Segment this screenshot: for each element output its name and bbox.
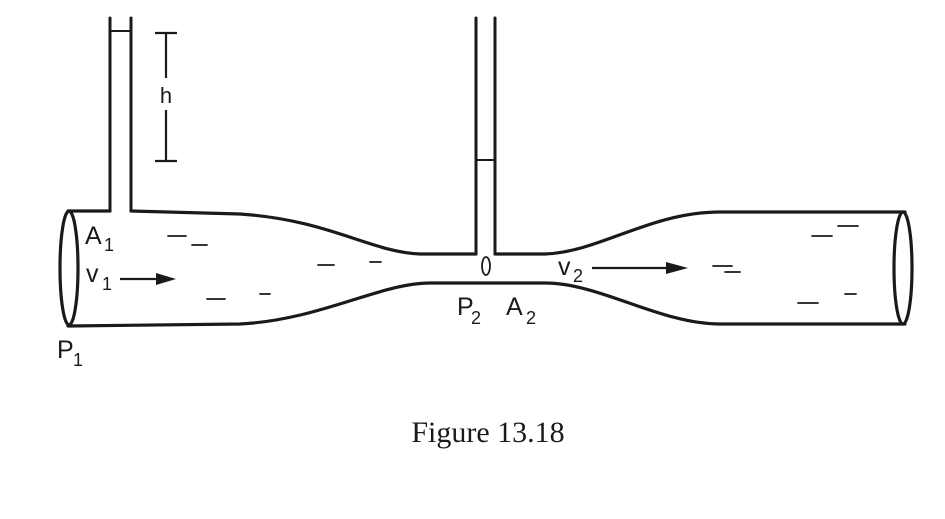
svg-text:P: P <box>57 336 74 364</box>
svg-text:A: A <box>85 222 102 250</box>
manometer-tube-left <box>108 16 133 213</box>
svg-text:2: 2 <box>573 266 583 286</box>
label-P2: P 2 <box>457 293 481 328</box>
flow-arrow-v2 <box>592 262 688 274</box>
figure-caption: Figure 13.18 <box>411 416 564 449</box>
throat-opening <box>481 256 491 276</box>
pipe-inlet-opening <box>58 209 80 327</box>
label-P1: P 1 <box>57 336 83 370</box>
svg-text:v: v <box>558 253 571 281</box>
label-v2: v 2 <box>558 253 583 286</box>
venturi-pipe <box>58 209 914 328</box>
label-v1: v 1 <box>86 260 112 294</box>
height-marker <box>155 31 177 163</box>
manometer-tube-middle <box>474 16 497 256</box>
flow-arrow-v1 <box>120 273 176 285</box>
svg-text:2: 2 <box>471 308 481 328</box>
pipe-outlet-opening <box>892 210 914 326</box>
svg-text:P: P <box>457 293 474 321</box>
flow-dash-marks <box>167 225 859 304</box>
svg-text:1: 1 <box>102 274 112 294</box>
pipe-upper-wall-converging <box>129 209 478 256</box>
height-label: h <box>160 83 172 108</box>
label-A2: A 2 <box>506 293 536 328</box>
label-A1: A 1 <box>85 222 114 255</box>
svg-text:1: 1 <box>104 235 114 255</box>
pipe-upper-wall-diverging <box>493 210 907 256</box>
svg-text:A: A <box>506 293 523 321</box>
svg-text:2: 2 <box>526 308 536 328</box>
svg-text:1: 1 <box>73 350 83 370</box>
svg-text:v: v <box>86 260 99 288</box>
pipe-lower-wall <box>66 281 907 328</box>
